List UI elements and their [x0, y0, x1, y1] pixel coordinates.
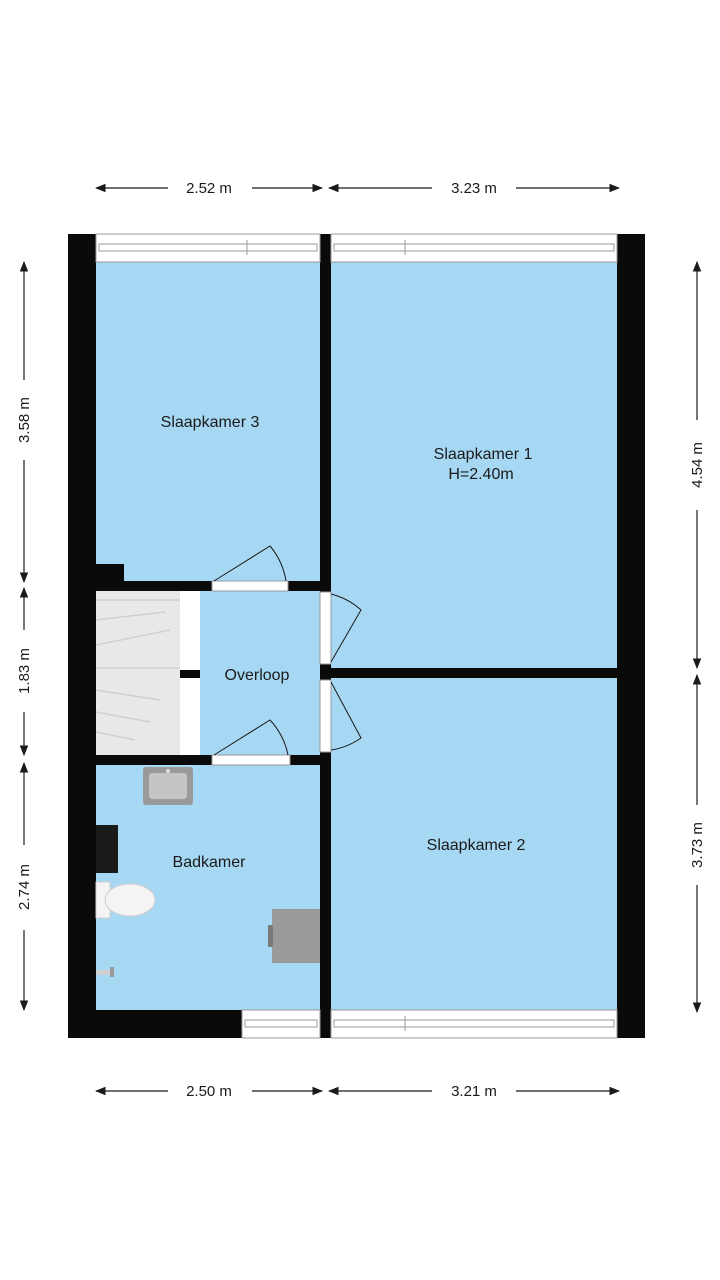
dimension-bottom-left: 2.50 m: [94, 1083, 324, 1100]
staircase: [95, 591, 200, 755]
dimension-top-left: 2.52 m: [94, 180, 324, 197]
door-slaapkamer-2: [319, 679, 362, 753]
dimension-left-middle: 1.83 m: [16, 586, 33, 757]
room-slaapkamer-1: [331, 262, 619, 668]
dimension-label: 4.54 m: [689, 442, 706, 488]
window-bottom-right: [330, 1009, 618, 1039]
room-overloop: [200, 591, 320, 755]
washing-machine-icon: [268, 909, 320, 963]
cabinet-icon: [96, 825, 118, 873]
toilet-icon: [95, 881, 156, 919]
dimension-label: 2.50 m: [186, 1083, 232, 1100]
label-overloop: Overloop: [225, 667, 290, 684]
door-badkamer: [211, 719, 291, 766]
dimension-top-right: 3.23 m: [327, 180, 621, 197]
label-badkamer: Badkamer: [173, 854, 247, 871]
dimension-left-bottom: 2.74 m: [16, 761, 33, 1012]
window-top-left: [95, 233, 321, 263]
dimension-label: 3.21 m: [451, 1083, 497, 1100]
dimension-label: 1.83 m: [16, 648, 33, 694]
dimension-label: 2.74 m: [16, 864, 33, 910]
dimension-bottom-right: 3.21 m: [327, 1083, 621, 1100]
walls: [68, 234, 645, 1038]
dimension-right-bottom: 3.73 m: [689, 673, 706, 1014]
dimension-label: 3.23 m: [451, 180, 497, 197]
dimension-right-top: 4.54 m: [689, 260, 706, 670]
window-bottom-left: [241, 1009, 321, 1039]
room-slaapkamer-3: [96, 262, 320, 582]
dimension-left-top: 3.58 m: [16, 260, 33, 584]
sink-icon: [143, 767, 193, 805]
door-slaapkamer-3: [211, 545, 289, 592]
label-slaapkamer-2: Slaapkamer 2: [427, 837, 526, 854]
tap-icon: [96, 967, 114, 977]
dimension-label: 3.73 m: [689, 822, 706, 868]
door-slaapkamer-1: [319, 591, 362, 665]
dimension-label: 3.58 m: [16, 397, 33, 443]
window-top-right: [330, 233, 618, 263]
label-slaapkamer-3: Slaapkamer 3: [161, 414, 260, 431]
label-slaapkamer-1-height: H=2.40m: [448, 466, 513, 483]
label-slaapkamer-1: Slaapkamer 1: [434, 446, 533, 463]
dimension-label: 2.52 m: [186, 180, 232, 197]
room-slaapkamer-2: [331, 678, 619, 1010]
